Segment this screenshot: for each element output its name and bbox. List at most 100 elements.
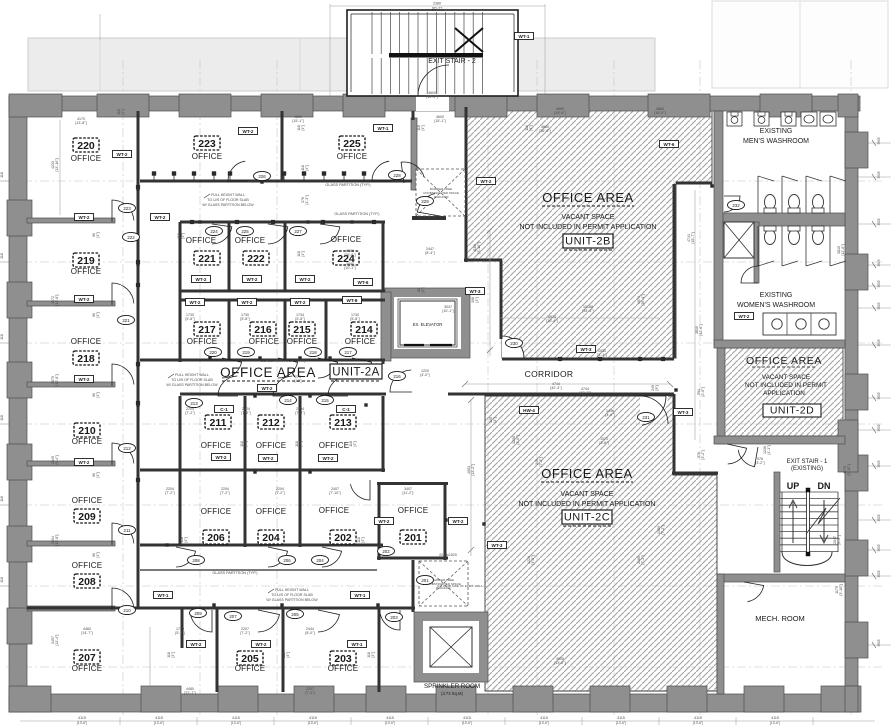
svg-text:WT-2: WT-2 bbox=[79, 215, 90, 220]
svg-text:118: 118 bbox=[297, 251, 301, 257]
svg-text:[13'-6"]: [13'-6"] bbox=[308, 721, 318, 725]
svg-text:[5'-8"]: [5'-8"] bbox=[350, 317, 359, 321]
svg-text:118: 118 bbox=[301, 165, 305, 171]
svg-text:WT-2: WT-2 bbox=[263, 456, 274, 461]
svg-text:C-1: C-1 bbox=[342, 407, 350, 412]
svg-text:208: 208 bbox=[78, 576, 96, 588]
svg-text:1220: 1220 bbox=[421, 369, 429, 373]
svg-text:4115: 4115 bbox=[694, 716, 702, 720]
svg-text:NOT INCLUDED IN PERMIT APPLICA: NOT INCLUDED IN PERMIT APPLICATION bbox=[519, 501, 656, 508]
svg-text:3870: 3870 bbox=[51, 376, 55, 384]
svg-text:3090: 3090 bbox=[346, 262, 354, 266]
svg-text:WOMEN'S WASHROOM: WOMEN'S WASHROOM bbox=[737, 302, 815, 309]
svg-text:1734: 1734 bbox=[296, 313, 304, 317]
svg-text:EXIT STAIR - 2: EXIT STAIR - 2 bbox=[428, 58, 476, 65]
svg-text:[4"]: [4"] bbox=[96, 312, 100, 317]
svg-text:216: 216 bbox=[254, 324, 272, 336]
svg-text:WT-6: WT-6 bbox=[664, 142, 675, 147]
svg-text:W/ GLASS PARTITION BELOW: W/ GLASS PARTITION BELOW bbox=[166, 383, 218, 387]
svg-text:WT-2: WT-2 bbox=[256, 642, 267, 647]
svg-text:3505: 3505 bbox=[877, 137, 881, 144]
svg-text:WT-2: WT-2 bbox=[379, 519, 390, 524]
svg-text:[15'-1"]: [15'-1"] bbox=[292, 119, 303, 123]
svg-text:594: 594 bbox=[697, 389, 701, 395]
svg-text:4744: 4744 bbox=[581, 387, 589, 391]
svg-text:[3'-2"]: [3'-2"] bbox=[701, 450, 705, 459]
svg-text:BARRIER FREE: BARRIER FREE bbox=[430, 187, 452, 191]
svg-text:2204: 2204 bbox=[276, 487, 284, 491]
svg-text:222: 222 bbox=[127, 235, 135, 240]
svg-text:CORRIDOR: CORRIDOR bbox=[525, 369, 574, 379]
svg-text:OFFICE: OFFICE bbox=[72, 496, 103, 505]
svg-text:[12'-6"]: [12'-6"] bbox=[841, 244, 845, 255]
svg-text:4115: 4115 bbox=[617, 716, 625, 720]
svg-text:4115: 4115 bbox=[386, 716, 394, 720]
svg-text:1730: 1730 bbox=[186, 313, 194, 317]
svg-text:275: 275 bbox=[295, 375, 301, 379]
svg-text:[5'-8"]: [5'-8"] bbox=[295, 317, 304, 321]
svg-text:4480: 4480 bbox=[186, 687, 194, 691]
svg-text:WT-1: WT-1 bbox=[519, 34, 530, 39]
svg-text:209: 209 bbox=[78, 511, 96, 523]
svg-text:[15'-7"]: [15'-7"] bbox=[691, 232, 695, 243]
svg-text:4115: 4115 bbox=[78, 716, 86, 720]
svg-text:105: 105 bbox=[489, 417, 493, 423]
svg-text:[13'-6"]: [13'-6"] bbox=[539, 721, 549, 725]
svg-text:OFFICE: OFFICE bbox=[71, 154, 102, 163]
svg-text:221: 221 bbox=[122, 318, 130, 323]
svg-text:2207: 2207 bbox=[241, 627, 249, 631]
svg-text:[5'-8"]: [5'-8"] bbox=[175, 631, 184, 635]
svg-text:10168: 10168 bbox=[583, 305, 593, 309]
svg-text:EXISTING: EXISTING bbox=[760, 292, 793, 299]
svg-text:206: 206 bbox=[283, 558, 291, 563]
svg-text:WT-8: WT-8 bbox=[347, 298, 358, 303]
svg-text:118: 118 bbox=[0, 577, 4, 583]
svg-text:[4"]: [4"] bbox=[353, 441, 357, 446]
svg-text:[4"]: [4"] bbox=[301, 251, 305, 256]
svg-text:207: 207 bbox=[78, 652, 96, 664]
svg-text:(3.73 Sq.M): (3.73 Sq.M) bbox=[441, 691, 463, 696]
svg-text:249: 249 bbox=[535, 459, 539, 465]
svg-text:[8'-4"]: [8'-4"] bbox=[425, 251, 434, 255]
svg-text:213: 213 bbox=[334, 417, 352, 429]
svg-text:OFFICE: OFFICE bbox=[72, 664, 103, 673]
svg-text:OFFICE: OFFICE bbox=[256, 441, 287, 450]
svg-text:215: 215 bbox=[293, 324, 311, 336]
svg-text:OFFICE: OFFICE bbox=[337, 152, 368, 161]
svg-text:1436: 1436 bbox=[606, 409, 614, 413]
svg-text:249: 249 bbox=[651, 385, 655, 391]
svg-text:3604: 3604 bbox=[51, 536, 55, 544]
svg-text:3810: 3810 bbox=[695, 326, 699, 334]
svg-text:[4"]: [4"] bbox=[529, 125, 533, 130]
svg-text:2447: 2447 bbox=[426, 247, 434, 251]
svg-text:118: 118 bbox=[297, 125, 301, 131]
svg-text:WT-2: WT-2 bbox=[117, 152, 128, 157]
svg-text:OFFICE: OFFICE bbox=[201, 441, 232, 450]
svg-text:118: 118 bbox=[0, 415, 4, 421]
svg-text:WT-3: WT-3 bbox=[581, 347, 592, 352]
svg-text:R-1 W/ 2B SIDE OF EXIST. WALL: R-1 W/ 2B SIDE OF EXIST. WALL bbox=[437, 584, 483, 588]
svg-text:1236: 1236 bbox=[763, 446, 767, 454]
svg-text:80: 80 bbox=[417, 288, 421, 292]
svg-text:OFFICE AREA: OFFICE AREA bbox=[746, 355, 822, 367]
svg-text:[4"]: [4"] bbox=[475, 297, 479, 302]
svg-text:[4'-0"]: [4'-0"] bbox=[531, 555, 535, 564]
svg-text:[7'-2"]: [7'-2"] bbox=[295, 411, 304, 415]
svg-text:WT-1: WT-1 bbox=[158, 593, 169, 598]
svg-text:221: 221 bbox=[198, 253, 216, 265]
svg-text:96: 96 bbox=[92, 313, 96, 317]
svg-text:GLASS PARTITION (TYP.): GLASS PARTITION (TYP.) bbox=[325, 183, 371, 187]
svg-text:201: 201 bbox=[421, 578, 429, 583]
svg-text:UNOBSTRUCTED SPACE: UNOBSTRUCTED SPACE bbox=[425, 582, 461, 586]
svg-text:WT-2: WT-2 bbox=[196, 277, 207, 282]
svg-text:213: 213 bbox=[190, 401, 198, 406]
svg-text:[4'-0"]: [4'-0"] bbox=[420, 373, 429, 377]
svg-text:TO U/S OF FLOOR SLAB: TO U/S OF FLOOR SLAB bbox=[207, 198, 249, 202]
svg-text:211: 211 bbox=[124, 528, 132, 533]
svg-text:[13'-6"]: [13'-6"] bbox=[770, 721, 780, 725]
svg-text:[6'-9"]: [6'-9"] bbox=[837, 535, 841, 544]
svg-text:[3'-6"]: [3'-6"] bbox=[599, 441, 608, 445]
svg-text:96: 96 bbox=[92, 473, 96, 477]
svg-text:[7'-2"]: [7'-2"] bbox=[240, 631, 249, 635]
svg-text:225: 225 bbox=[241, 229, 249, 234]
